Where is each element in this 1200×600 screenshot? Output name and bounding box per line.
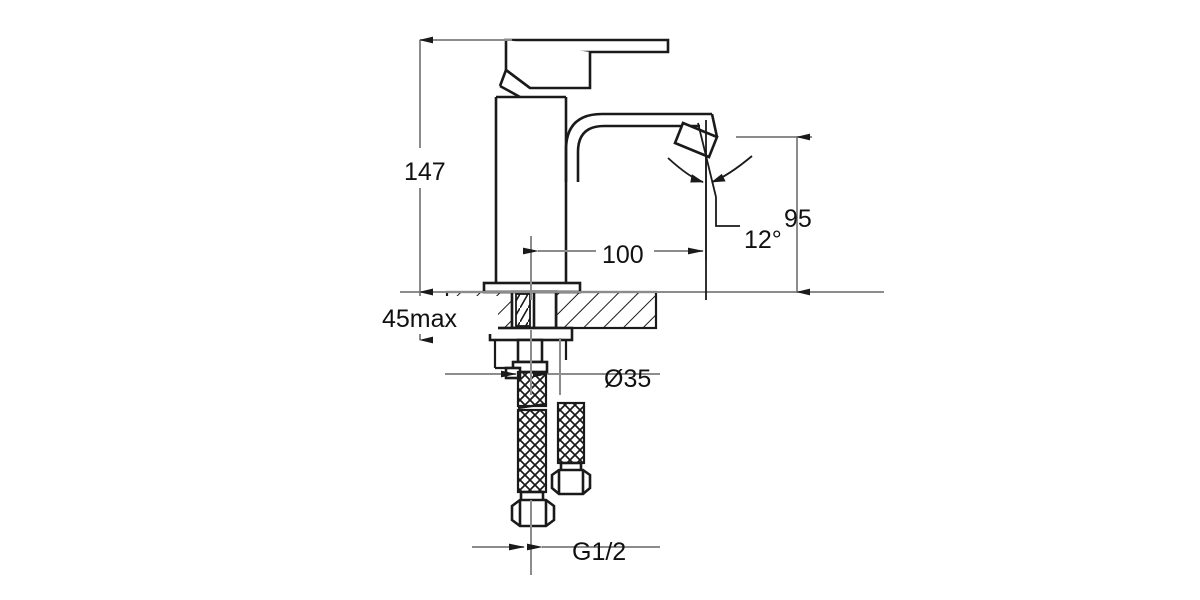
supply-hose-short bbox=[550, 401, 592, 496]
lever-handle bbox=[498, 38, 670, 99]
dimension-text-group: 147 45max 100 95 12° Ø35 G1/2 bbox=[378, 148, 812, 566]
supply-hose-long bbox=[510, 370, 556, 528]
aerator bbox=[673, 121, 719, 159]
dim-label-d35: Ø35 bbox=[604, 365, 651, 393]
dim-label-100: 100 bbox=[602, 241, 644, 269]
dim-label-95: 95 bbox=[784, 205, 812, 233]
dim-label-45max: 45max bbox=[382, 305, 458, 333]
dim-label-g12: G1/2 bbox=[572, 538, 626, 566]
aerator-angle-annotation bbox=[667, 120, 753, 300]
aerator-tilted-axis bbox=[697, 122, 717, 198]
faucet-column bbox=[494, 95, 568, 292]
dim-label-12deg: 12° bbox=[744, 226, 782, 254]
angle-arc-right bbox=[711, 155, 753, 183]
angle-arc-left bbox=[667, 157, 704, 183]
spout bbox=[564, 112, 719, 182]
faucet-body-geometry bbox=[445, 38, 719, 528]
dim-label-147: 147 bbox=[404, 158, 446, 186]
angle-leader-line bbox=[715, 197, 740, 227]
